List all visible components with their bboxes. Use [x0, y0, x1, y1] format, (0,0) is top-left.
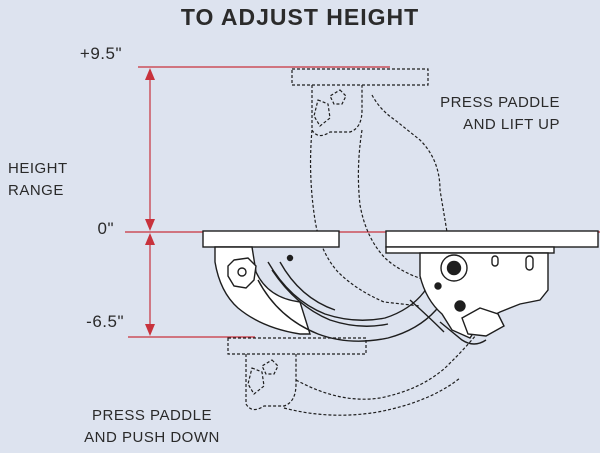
left-seat-plate	[202, 230, 340, 248]
left-bracket	[214, 246, 311, 335]
pivot-inner	[446, 260, 462, 276]
slot	[525, 255, 534, 271]
lower-range-arrowhead-bottom	[145, 324, 155, 336]
current-position-mechanism	[202, 230, 599, 345]
diagram-title: TO ADJUST HEIGHT	[180, 4, 420, 30]
press-push-line1: PRESS PADDLE	[92, 407, 212, 424]
lowered-position-outline	[227, 319, 489, 416]
height-range-line2: RANGE	[8, 182, 64, 199]
upper-range-arrowhead-top	[145, 68, 155, 80]
upper-range-arrowhead-bottom	[145, 219, 155, 231]
press-lift-line2: AND LIFT UP	[463, 116, 560, 133]
paddle-lever	[461, 307, 505, 337]
top-measurement-label: +9.5"	[79, 44, 122, 63]
lower-range-arrowhead-top	[145, 233, 155, 245]
zero-measurement-label: 0"	[97, 219, 114, 238]
press-lift-label: PRESS PADDLE AND LIFT UP	[400, 92, 560, 136]
bottom-measurement-label: -6.5"	[86, 312, 124, 331]
right-seat-plate	[385, 230, 599, 248]
knob	[227, 257, 257, 289]
press-lift-line1: PRESS PADDLE	[440, 94, 560, 111]
press-push-line2: AND PUSH DOWN	[84, 429, 220, 446]
height-range-label: HEIGHT RANGE	[8, 158, 68, 202]
press-push-label: PRESS PADDLE AND PUSH DOWN	[62, 405, 242, 449]
height-range-line1: HEIGHT	[8, 160, 68, 177]
